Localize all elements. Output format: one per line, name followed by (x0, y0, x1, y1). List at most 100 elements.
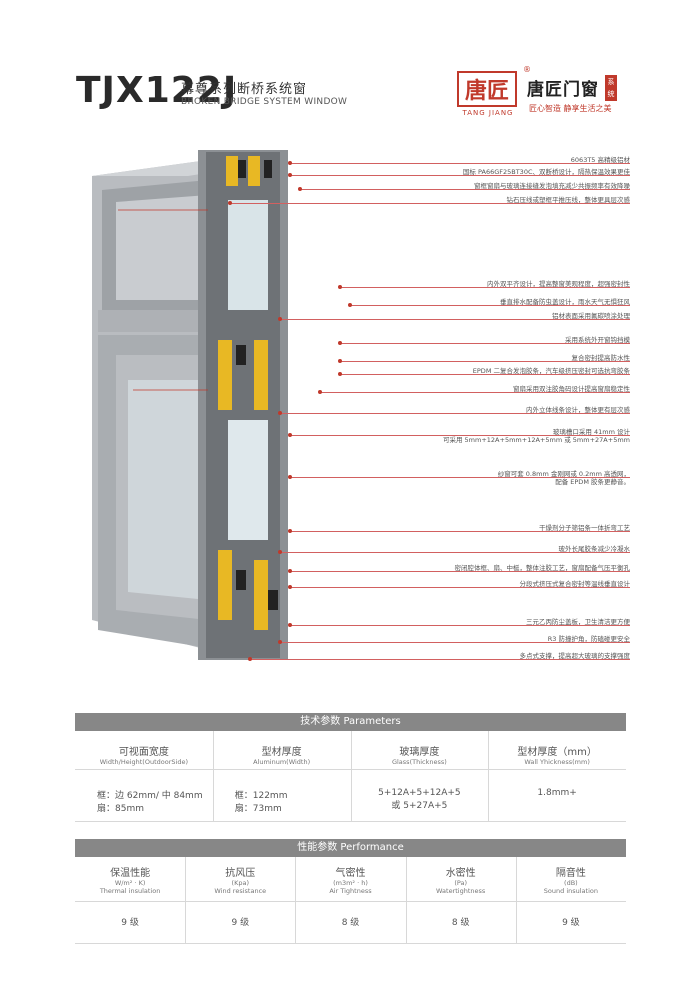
table-divider (75, 821, 626, 822)
annotation-leader-line (290, 163, 630, 164)
annotation-dot (278, 550, 282, 554)
annotation-dot (288, 569, 292, 573)
annotation-text: 三元乙丙防尘盖板，卫生清洁更方便 (526, 618, 630, 626)
annotation-dot (278, 640, 282, 644)
annotation-leader-line (250, 659, 630, 660)
parameter-value: 框：边 62mm/ 中 84mm (97, 791, 203, 801)
annotation-leader-line (300, 189, 630, 190)
logo-mark-sub: TANG JIANG (462, 109, 514, 117)
annotation-dot (338, 341, 342, 345)
annotation-text: 纱窗可套 0.8mm 金刚网或 0.2mm 高透网， (497, 470, 630, 478)
annotation-leader-line (280, 413, 630, 414)
brand-logo: 唐匠 TANG JIANG ® 唐匠门窗 系统 匠心智造 静享生活之美 (457, 65, 623, 119)
parameter-value: 框：122mm (234, 791, 288, 801)
window-section-illustration (92, 150, 288, 660)
annotation-leader-line (340, 343, 630, 344)
annotation-dot (288, 623, 292, 627)
annotation-dot (278, 411, 282, 415)
annotation-text: 复合密封提高防水性 (571, 354, 631, 362)
annotation-dot (288, 433, 292, 437)
annotation-text: R3 防撞护角，防磕碰更安全 (547, 635, 630, 643)
logo-mark: 唐匠 (457, 71, 517, 107)
model-number: TJX122J (76, 70, 238, 111)
annotation-leader-line (290, 477, 630, 478)
parameter-value: 5+12A+5+12A+5 (378, 788, 461, 798)
table-divider (295, 857, 297, 943)
table-divider (488, 731, 490, 821)
annotation-text: 窗扇采用双注胶角码设计提高窗扇稳定性 (513, 385, 630, 393)
performance-value: 8 级 (341, 918, 360, 928)
performance-label-en: Air Tightness (329, 887, 372, 895)
performance-label-cn: 保温性能 (110, 868, 151, 879)
annotation-dot (298, 187, 302, 191)
parameter-label-cn: 型材厚度 (261, 747, 302, 758)
table-divider (75, 901, 626, 902)
parameters-header: 技术参数 Parameters (75, 713, 626, 731)
performance-value: 8 级 (451, 918, 470, 928)
annotation-dot (338, 372, 342, 376)
annotation-dot (278, 317, 282, 321)
logo-brand-name: 唐匠门窗 (527, 80, 599, 100)
annotation-text: 垂直排水配备防虫盖设计，雨水天气无惧狂风 (500, 298, 630, 306)
annotation-leader-line (280, 319, 630, 320)
annotation-dot (288, 161, 292, 165)
performance-label-cn: 隔音性 (555, 868, 586, 879)
parameter-label-en: Wall Yhickness(mm) (524, 758, 590, 766)
annotation-dot (228, 201, 232, 205)
performance-unit: (Kpa) (231, 879, 249, 887)
performance-label-cn: 抗风压 (225, 868, 256, 879)
performance-header: 性能参数 Performance (75, 839, 626, 857)
performance-label-en: Watertightness (436, 887, 486, 895)
annotation-dot (318, 390, 322, 394)
annotation-leader-line (340, 361, 630, 362)
annotation-text: EPDM 二复合发泡胶条，汽车级挤压密封可选抗弯胶条 (472, 367, 630, 375)
performance-value: 9 级 (231, 918, 250, 928)
performance-value: 9 级 (121, 918, 139, 928)
registered-mark: ® (523, 65, 531, 74)
table-divider (185, 857, 187, 943)
product-title-cn: 幕尊系列断桥系统窗 (181, 82, 308, 97)
annotation-dot (288, 475, 292, 479)
table-divider (350, 731, 352, 821)
performance-unit: (Pa) (454, 879, 468, 887)
parameter-value: 1.8mm+ (537, 788, 577, 798)
annotation-text: 内外双平齐设计，提高整窗美观程度，超强密封性 (487, 280, 630, 288)
annotation-leader-line (290, 175, 630, 176)
annotation-text: 玻外长尾胶条减少冷凝水 (558, 545, 631, 553)
performance-label-en: Sound insulation (543, 887, 598, 895)
annotation-text: 干燥剂分子筛铝条一体折弯工艺 (539, 524, 630, 532)
annotation-text: 分段式挤压式复合密封等温线垂直设计 (519, 580, 631, 588)
annotation-leader-line (350, 305, 630, 306)
annotation-text: 6063T5 高精级铝材 (570, 156, 630, 164)
annotation-leader-line (280, 552, 630, 553)
annotation-text: 钻石压线或塑框平推压线，整体更具层次感 (506, 196, 631, 204)
parameter-label-en: Glass(Thickness) (391, 758, 447, 766)
annotation-text: 采用系统外开窗钩挡模 (565, 336, 630, 344)
product-title-en: BROKEN BRIDGE SYSTEM WINDOW (181, 97, 348, 107)
annotation-leader-line (230, 203, 630, 204)
table-divider (212, 731, 214, 821)
performance-unit: (dB) (564, 879, 578, 887)
performance-value: 9 级 (562, 918, 580, 928)
annotation-leader-line (290, 435, 630, 436)
annotation-text: 国标 PA66GF25BT30C、双断桥设计，隔热保温效果更佳 (462, 168, 630, 176)
annotation-text: 内外立体线条设计，整体更有层次感 (526, 406, 630, 414)
parameter-value: 扇：73mm (234, 804, 282, 814)
annotation-dot (338, 359, 342, 363)
annotation-leader-line (340, 287, 630, 288)
performance-label-cn: 水密性 (445, 868, 476, 879)
annotation-dot (288, 529, 292, 533)
table-divider (75, 769, 626, 770)
annotation-text: 玻璃槽口采用 41mm 设计 (552, 428, 630, 436)
performance-column: 水密性(Pa)Watertightness 8 级 (406, 857, 516, 928)
annotation-dot (288, 585, 292, 589)
performance-label-cn: 气密性 (335, 868, 366, 879)
parameter-label-en: Width/Height(OutdoorSide) (99, 758, 188, 766)
parameter-label-cn: 可视面宽度 (118, 747, 169, 758)
annotation-dot (288, 173, 292, 177)
